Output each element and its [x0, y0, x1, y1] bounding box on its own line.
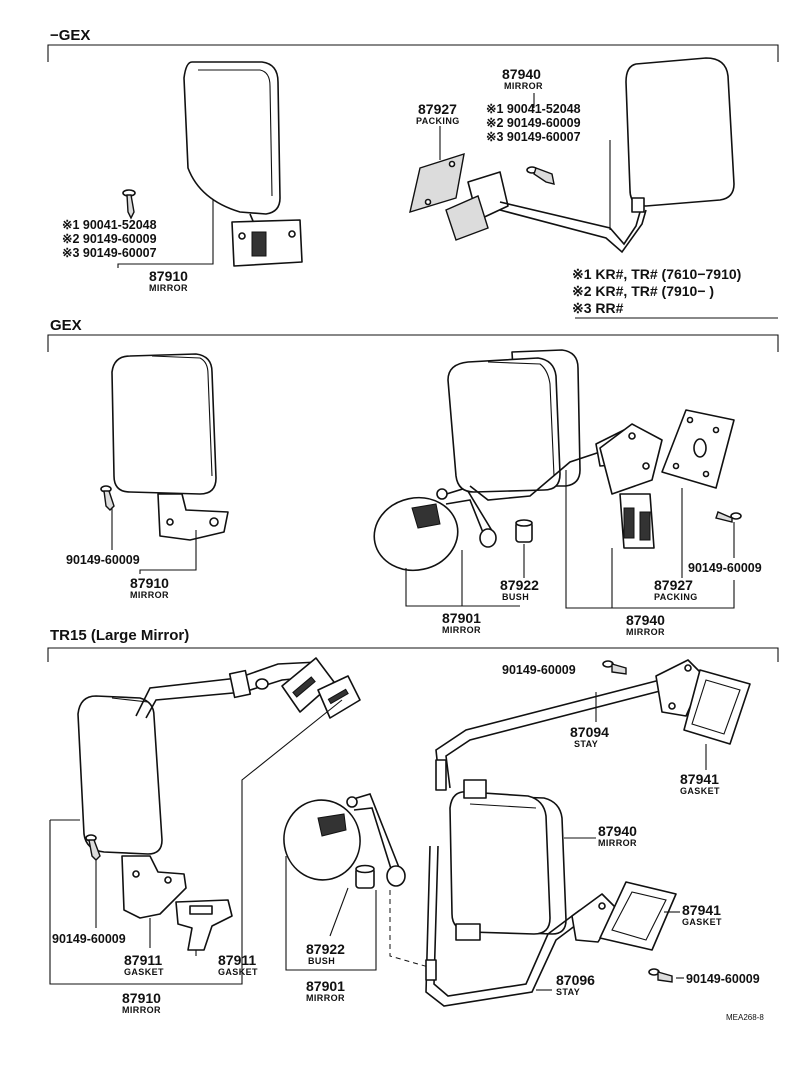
stay-87096-illustration [425, 845, 619, 1007]
screw-label: 90149-60009 [52, 932, 126, 946]
screw-icon [602, 660, 627, 675]
mirror-87940-illustration [445, 57, 735, 254]
part-name-mirror: MIRROR [149, 283, 188, 293]
screw-icon [85, 834, 101, 861]
applicability-note: ※3 RR# [572, 300, 624, 316]
part-name-mirror: MIRROR [504, 81, 543, 91]
part-name-packing: PACKING [416, 116, 460, 126]
part-number-87922: 87922 [306, 941, 345, 957]
mirror-87910-gex-illustration [111, 353, 229, 541]
part-number-87940: 87940 [598, 823, 637, 839]
screw-label: 90149-60009 [502, 663, 576, 677]
part-number-87911: 87911 [218, 952, 256, 968]
screw-label: ※2 90149-60009 [486, 116, 581, 130]
packing-87927-gex-illustration [661, 409, 735, 489]
part-number-87901: 87901 [306, 978, 345, 994]
applicability-note: ※1 KR#, TR# (7610−7910) [572, 266, 741, 282]
leader-line [565, 470, 735, 609]
part-number-87910: 87910 [130, 575, 169, 591]
mirror-87940-large-illustration [449, 779, 567, 941]
part-name-mirror: MIRROR [130, 590, 169, 600]
gasket-87941-lower-illustration [599, 881, 677, 951]
section-label-gex: GEX [50, 317, 82, 334]
part-number-87940: 87940 [502, 66, 541, 82]
mirror-87901-illustration [373, 487, 497, 572]
part-name-bush: BUSH [308, 956, 335, 966]
part-name-gasket: GASKET [218, 967, 258, 977]
screw-label: 90149-60009 [686, 972, 760, 986]
screw-label: ※2 90149-60009 [62, 232, 157, 246]
part-number-87940: 87940 [626, 612, 665, 628]
gasket-87941-top-illustration [683, 669, 751, 745]
part-number-87927: 87927 [654, 577, 693, 593]
mirror-87910-large-illustration [77, 657, 361, 951]
part-number-87094: 87094 [570, 724, 609, 740]
screw-label: 90149-60009 [66, 553, 140, 567]
part-name-mirror: MIRROR [306, 993, 345, 1003]
bush-87922-illustration [515, 519, 533, 543]
part-number-87096: 87096 [556, 972, 595, 988]
part-number-87927: 87927 [418, 101, 457, 117]
leader-line [405, 568, 520, 607]
part-name-gasket: GASKET [124, 967, 164, 977]
section-label-no-gex: −GEX [50, 27, 90, 44]
section-frame-gex [47, 334, 779, 352]
applicability-note: ※2 KR#, TR# (7910− ) [572, 283, 714, 299]
packing-87927-illustration [409, 152, 465, 214]
part-name-mirror: MIRROR [598, 838, 637, 848]
screw-label: ※1 90041-52048 [62, 218, 157, 232]
leader-line [49, 699, 343, 985]
leader-line [329, 887, 349, 937]
screw-icon [122, 189, 136, 220]
section-frame-no-gex [47, 44, 779, 62]
section-label-tr15: TR15 (Large Mirror) [50, 627, 189, 644]
bush-87922-large-illustration [355, 864, 375, 889]
part-number-87911: 87911 [124, 952, 162, 968]
diagram-reference-code: MEA268-8 [726, 1013, 764, 1022]
part-name-stay: STAY [574, 739, 598, 749]
leader-line [117, 200, 214, 268]
part-name-mirror: MIRROR [442, 625, 481, 635]
part-number-87901: 87901 [442, 610, 481, 626]
mirror-87940-gex-illustration [447, 349, 663, 549]
screw-label: ※3 90149-60007 [62, 246, 157, 260]
part-name-gasket: GASKET [682, 917, 722, 927]
screw-label: ※3 90149-60007 [486, 130, 581, 144]
dashed-assembly-line [389, 890, 433, 969]
part-number-87910: 87910 [122, 990, 161, 1006]
screw-label: ※1 90041-52048 [486, 102, 581, 116]
part-number-87941: 87941 [680, 771, 719, 787]
part-name-mirror: MIRROR [626, 627, 665, 637]
part-name-stay: STAY [556, 987, 580, 997]
part-number-87910: 87910 [149, 268, 188, 284]
screw-icon [715, 511, 742, 523]
screw-icon [100, 485, 115, 511]
part-name-gasket: GASKET [680, 786, 720, 796]
section-frame-tr15 [47, 647, 779, 662]
mirror-87910-illustration [183, 61, 303, 267]
part-name-packing: PACKING [654, 592, 698, 602]
part-name-mirror: MIRROR [122, 1005, 161, 1015]
leader-line [139, 530, 197, 574]
part-name-bush: BUSH [502, 592, 529, 602]
leader-line [285, 856, 377, 971]
part-number-87941: 87941 [682, 902, 721, 918]
screw-label: 90149-60009 [688, 561, 762, 575]
screw-icon [526, 166, 555, 185]
screw-icon [648, 968, 673, 983]
mirror-87901-large-illustration [283, 793, 406, 887]
part-number-87922: 87922 [500, 577, 539, 593]
